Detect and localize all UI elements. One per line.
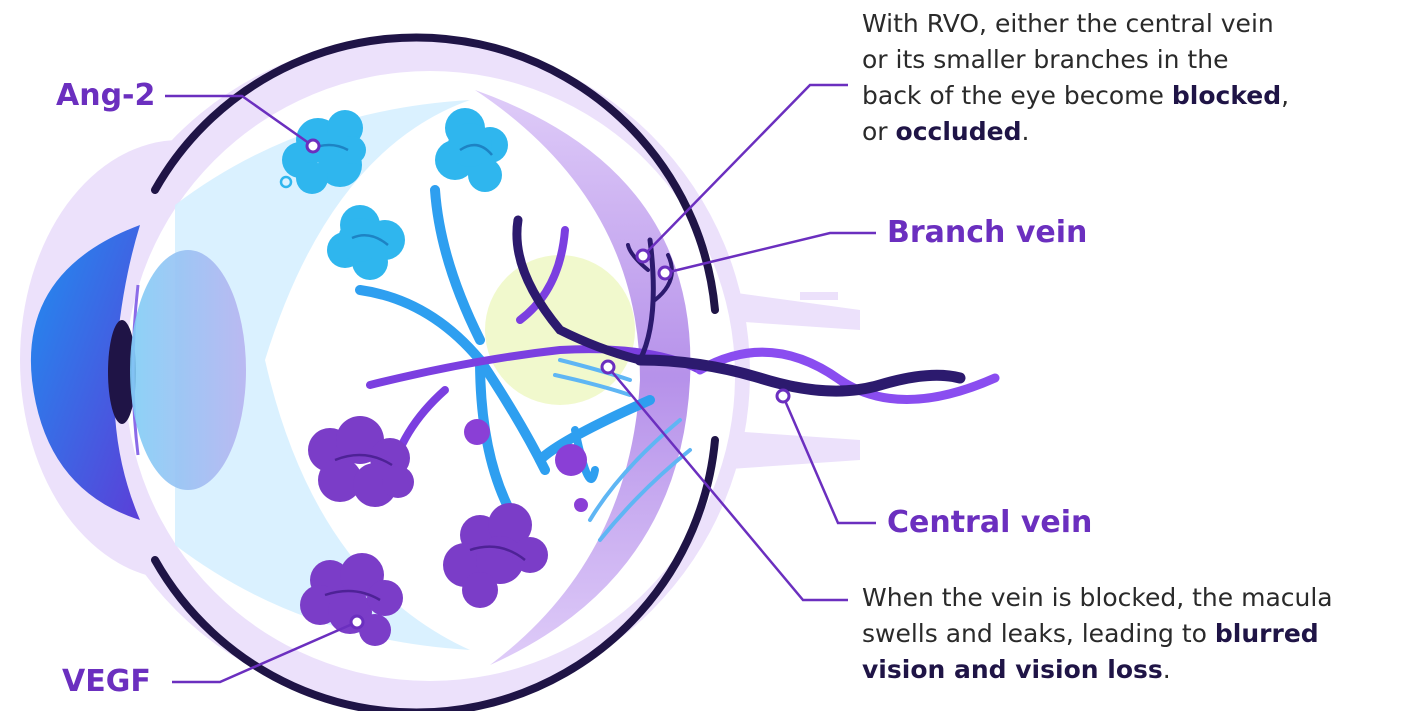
bottom-note: When the vein is blocked, the macula swe…	[862, 580, 1333, 688]
central-vein-label: Central vein	[887, 505, 1092, 541]
top-note-line-1: With RVO, either the central vein	[862, 6, 1289, 42]
vegf-label: VEGF	[62, 664, 151, 700]
bottom-note-line-2-text: swells and leaks, leading to	[862, 619, 1215, 648]
bottom-note-line-3: vision and vision loss.	[862, 652, 1333, 688]
top-note-line-3: back of the eye become blocked,	[862, 78, 1289, 114]
top-note-line-4: or occluded.	[862, 114, 1289, 150]
top-note: With RVO, either the central vein or its…	[862, 6, 1289, 150]
bottom-note-line-2: swells and leaks, leading to blurred	[862, 616, 1333, 652]
blocked-emphasis: blocked	[1172, 81, 1281, 110]
top-note-line-3-text: back of the eye become	[862, 81, 1172, 110]
blurred-emphasis: blurred	[1215, 619, 1319, 648]
occluded-emphasis: occluded	[896, 117, 1022, 146]
branch-vein-label: Branch vein	[887, 215, 1087, 251]
lens	[130, 250, 246, 490]
top-note-line-4-text: or	[862, 117, 896, 146]
bottom-note-line-1: When the vein is blocked, the macula	[862, 580, 1333, 616]
top-note-line-2: or its smaller branches in the	[862, 42, 1289, 78]
top-note-line-4-punct: .	[1021, 117, 1029, 146]
ang2-label: Ang-2	[56, 78, 155, 114]
bottom-note-line-3-punct: .	[1163, 655, 1171, 684]
top-note-line-3-punct: ,	[1281, 81, 1289, 110]
vision-loss-emphasis: vision and vision loss	[862, 655, 1163, 684]
